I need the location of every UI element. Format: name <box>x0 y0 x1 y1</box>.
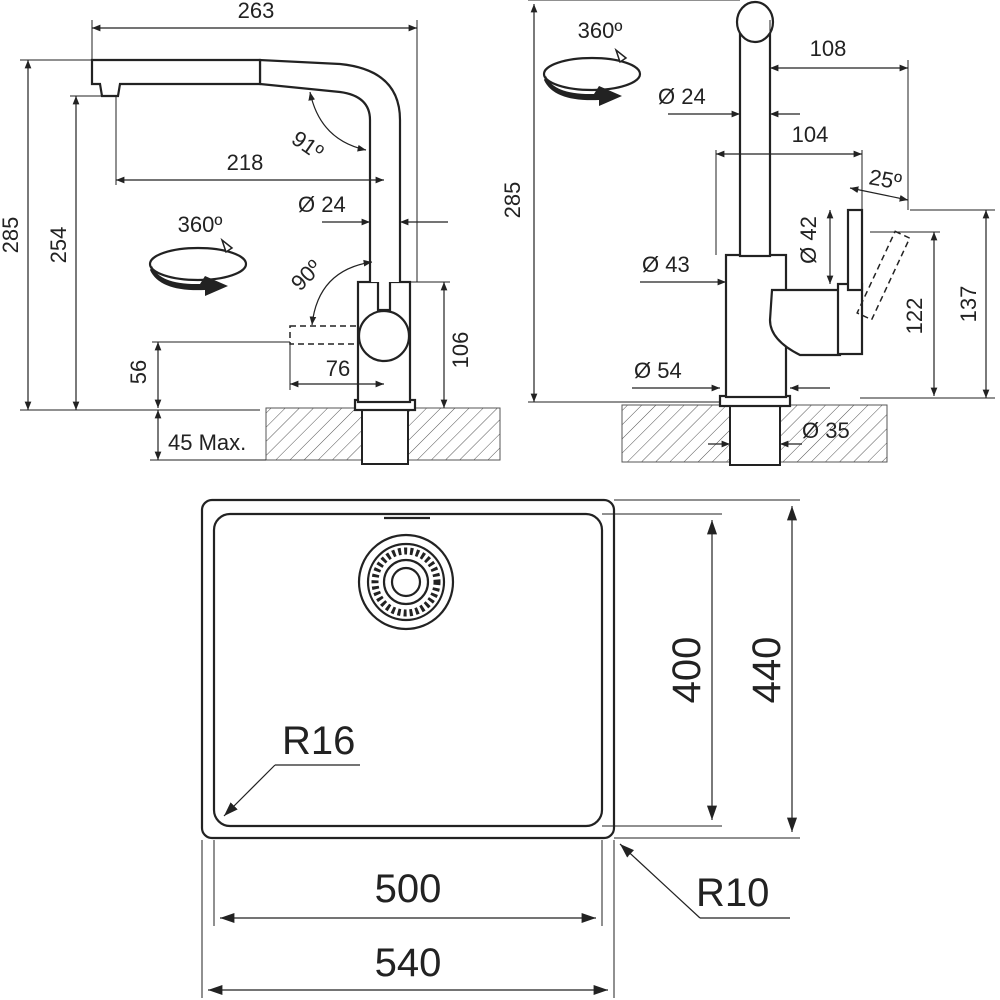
dim-r16: R16 <box>282 719 355 763</box>
dim-dia54: Ø 54 <box>634 358 682 383</box>
lever-dashed-front <box>856 230 911 321</box>
dim-254: 254 <box>46 227 71 264</box>
dim-263: 263 <box>238 0 275 23</box>
lever-front <box>846 208 864 292</box>
sink-outer-rim <box>200 498 616 840</box>
rotation-360-front: 360º <box>578 18 623 43</box>
lever-hub-side <box>357 309 411 363</box>
dim-90deg: 90º <box>286 255 327 296</box>
lever-cap-front <box>836 282 864 356</box>
lever-dashed <box>289 325 359 345</box>
dim-dia35: Ø 35 <box>802 418 850 443</box>
sink-inner-bowl <box>212 512 604 828</box>
rotation-360-side: 360º <box>178 212 223 237</box>
rotation-icon-front <box>542 47 642 106</box>
dim-r10: R10 <box>696 871 769 915</box>
rotation-icon-side <box>148 237 248 296</box>
side-view: 263 285 254 218 91º Ø 24 360º 90º 76 106 <box>0 0 501 465</box>
dim-285-front: 285 <box>500 182 525 219</box>
dim-137: 137 <box>956 286 981 323</box>
dim-400: 400 <box>665 637 709 704</box>
dim-285-side: 285 <box>0 217 23 254</box>
dim-104: 104 <box>792 122 829 147</box>
shank-side <box>361 407 409 465</box>
dim-540: 540 <box>375 941 442 985</box>
dim-56: 56 <box>126 360 151 384</box>
spout-head-side <box>90 58 262 98</box>
dim-dia43: Ø 43 <box>642 252 690 277</box>
drain-strainer <box>357 533 455 631</box>
spout-side <box>258 58 402 282</box>
dim-106: 106 <box>448 332 473 369</box>
shank-front <box>729 404 781 466</box>
dim-dia24-side: Ø 24 <box>298 192 346 217</box>
dim-500: 500 <box>375 867 442 911</box>
dim-25deg: 25º <box>867 164 903 194</box>
spout-top-front <box>735 0 775 44</box>
dim-440: 440 <box>745 637 789 704</box>
dim-108: 108 <box>810 36 847 61</box>
dim-dia42: Ø 42 <box>796 216 821 264</box>
sink-plan: 400 440 R16 R10 500 540 <box>200 498 800 998</box>
dim-45max: 45 Max. <box>168 430 246 455</box>
dim-76: 76 <box>326 356 350 381</box>
lever-hub-front <box>768 288 842 357</box>
dim-218: 218 <box>227 150 264 175</box>
dim-122: 122 <box>902 298 927 335</box>
front-view: 360º 285 108 Ø 24 104 25º Ø 42 Ø 43 122 … <box>500 0 995 466</box>
spout-pipe-front <box>738 28 772 258</box>
dim-91deg: 91º <box>287 126 328 165</box>
dim-dia24-front: Ø 24 <box>658 84 706 109</box>
